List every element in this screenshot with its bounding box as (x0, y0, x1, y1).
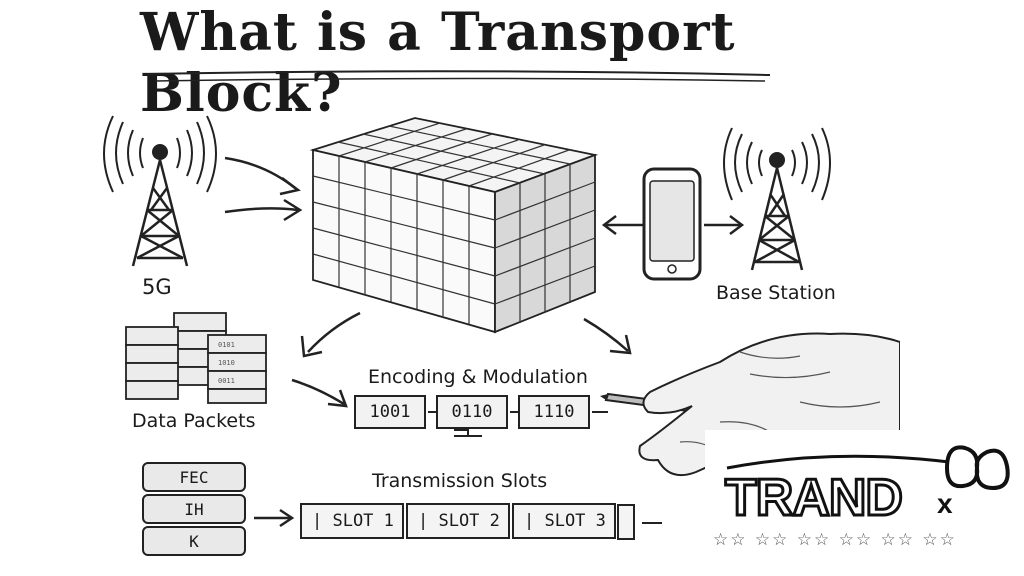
encoding-bit-block: 0110 (436, 395, 508, 429)
encoding-connectors (428, 411, 608, 437)
header-card: FEC (142, 462, 246, 492)
label-encoding-modulation: Encoding & Modulation (368, 366, 588, 388)
logo-wordmark: TRAND (724, 468, 905, 529)
transmission-slot: | SLOT 1 (300, 503, 404, 539)
tower-to-block-arrows (224, 156, 303, 222)
label-transmission-slots: Transmission Slots (372, 470, 548, 492)
encoding-bit-block: 1001 (354, 395, 426, 429)
svg-text:1010: 1010 (218, 359, 235, 367)
svg-text:0011: 0011 (218, 377, 235, 385)
packets-to-encoding-arrow (291, 378, 348, 408)
header-to-slots-arrow (254, 508, 295, 528)
label-base-station: Base Station (716, 282, 836, 304)
tower-5g-icon (103, 115, 217, 267)
phone-icon (642, 167, 702, 281)
encoding-bit-block: 1110 (518, 395, 590, 429)
block-to-packets-arrow (300, 311, 361, 358)
transport-block-cube-icon (309, 117, 599, 334)
label-data-packets: Data Packets (132, 410, 256, 432)
transmission-slot: | SLOT 3 (512, 503, 616, 539)
svg-text:0101: 0101 (218, 341, 235, 349)
header-card: IH (142, 494, 246, 524)
data-packets-icon: 0101 1010 0011 (125, 312, 267, 404)
phone-station-arrows (704, 215, 745, 235)
slot-tail (617, 504, 662, 540)
block-to-hand-arrow (583, 317, 632, 355)
logo-suffix: x (937, 488, 953, 519)
label-5g: 5G (142, 275, 172, 299)
logo-infinity-icon (944, 445, 1010, 491)
brand-logo: TRAND x ☆☆ ☆☆ ☆☆ ☆☆ ☆☆ ☆☆ (705, 430, 1024, 576)
logo-stars: ☆☆ ☆☆ ☆☆ ☆☆ ☆☆ ☆☆ (713, 530, 957, 550)
diagram-title: What is a Transport Block? (140, 2, 736, 124)
header-card: K (142, 526, 246, 556)
logo-swoosh (726, 454, 950, 470)
base-station-tower-icon (723, 127, 831, 271)
transmission-slot: | SLOT 2 (406, 503, 510, 539)
phone-block-arrows (601, 215, 643, 235)
title-underline (146, 70, 771, 82)
